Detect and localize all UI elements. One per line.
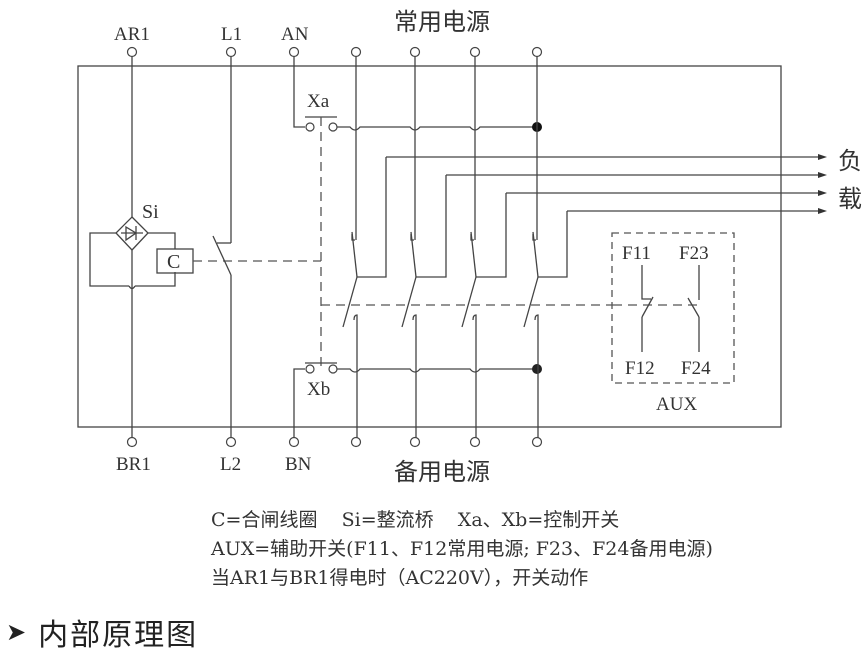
- main-pole-2: [401, 57, 447, 438]
- section-title: 内部原理图: [38, 618, 199, 653]
- backup-power-title: 备用电源: [394, 458, 490, 486]
- terminal-circle: [531, 436, 543, 448]
- terminal-circle: [469, 46, 481, 58]
- aux-label: AUX: [656, 394, 697, 415]
- svg-text:C: C: [167, 251, 180, 273]
- internal-schematic-diagram: 常用电源 备用电源 AR1 L1 AN BR1 L2 BN Si C Xa: [77, 8, 862, 486]
- load-output-line-1: [386, 154, 827, 160]
- terminal-label-br1: BR1: [116, 454, 151, 475]
- terminal-circle: [288, 436, 300, 448]
- legend-line-3: 当AR1与BR1得电时（AC220V），开关动作: [211, 567, 589, 589]
- svg-text:F11: F11: [622, 243, 651, 264]
- terminal-label-l2: L2: [220, 454, 241, 475]
- svg-text:F12: F12: [625, 358, 655, 379]
- section-heading: ➤ 内部原理图: [6, 610, 198, 654]
- terminal-circle: [409, 436, 421, 448]
- main-pole-1: [342, 57, 387, 438]
- terminal-circle: [469, 436, 481, 448]
- legend-line-1: C=合闸线圈 Si=整流桥 Xa、Xb=控制开关: [211, 509, 620, 531]
- aux-contact-block: F11 F23 F12 F24: [611, 232, 735, 384]
- rectifier-bridge-icon: [115, 216, 149, 251]
- terminal-label-an: AN: [281, 24, 309, 45]
- terminal-label-ar1: AR1: [114, 24, 150, 45]
- terminal-circle: [126, 436, 138, 448]
- load-output-line-2: [446, 172, 827, 178]
- legend-notes: C=合闸线圈 Si=整流桥 Xa、Xb=控制开关 AUX=辅助开关(F11、F1…: [211, 506, 713, 593]
- main-pole-4: [523, 57, 568, 438]
- terminal-circle: [225, 46, 237, 58]
- terminal-label-l1: L1: [221, 24, 242, 45]
- terminal-circle: [126, 46, 138, 58]
- svg-text:F23: F23: [679, 243, 709, 264]
- terminal-circle: [225, 436, 237, 448]
- terminal-circle: [350, 46, 362, 58]
- terminal-circle: [350, 436, 362, 448]
- switch-xb-label: Xb: [307, 379, 330, 400]
- closing-coil: C: [156, 248, 194, 274]
- terminal-circle: [409, 46, 421, 58]
- normal-power-title: 常用电源: [394, 8, 490, 36]
- terminal-circle: [288, 46, 300, 58]
- legend-line-2: AUX=辅助开关(F11、F12常用电源; F23、F24备用电源): [211, 538, 713, 560]
- arrow-right-icon: ➤: [6, 618, 27, 646]
- terminal-label-bn: BN: [285, 454, 312, 475]
- load-label-1: 负: [838, 147, 862, 175]
- rectifier-label: Si: [142, 201, 159, 223]
- junction-dot: [532, 364, 542, 374]
- svg-text:F24: F24: [681, 358, 711, 379]
- switch-xa-label: Xa: [307, 91, 330, 112]
- main-pole-3: [461, 57, 507, 438]
- load-output-line-3: [506, 190, 827, 196]
- load-label-2: 载: [838, 185, 862, 213]
- enclosure-box: [77, 65, 782, 428]
- load-output-line-4: [567, 208, 827, 214]
- terminal-circle: [531, 46, 543, 58]
